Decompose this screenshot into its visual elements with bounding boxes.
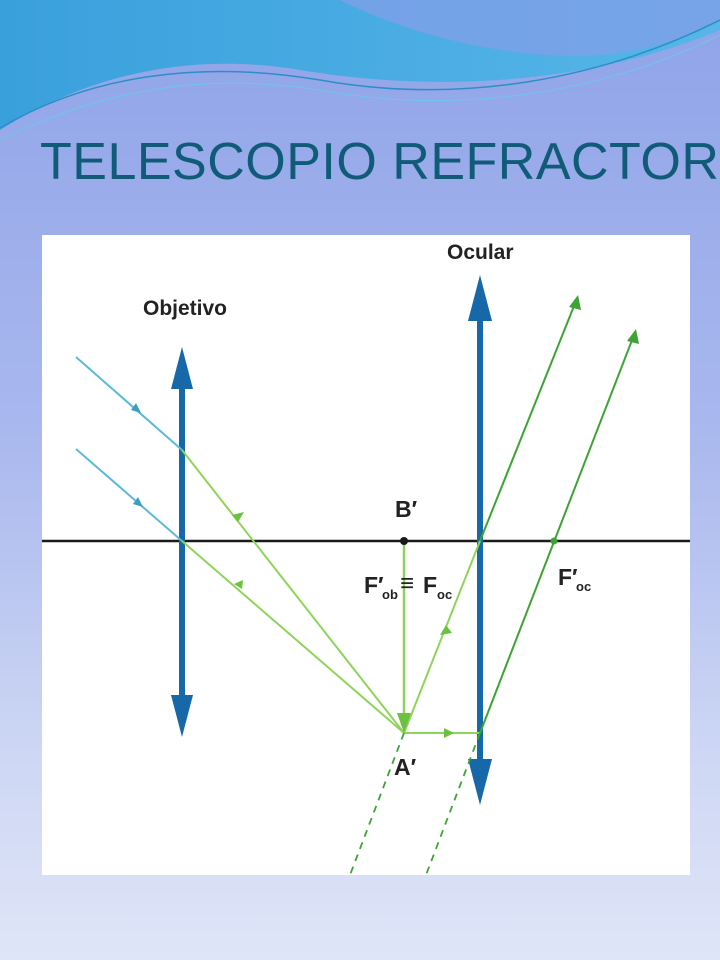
b-prime-label: B′	[395, 496, 418, 522]
focal-point-objective-label: F′ ob ≡ F oc	[364, 570, 452, 602]
svg-text:≡: ≡	[400, 570, 414, 597]
objective-label: Objetivo	[143, 297, 227, 320]
svg-text:F′: F′	[558, 564, 578, 590]
focal-point-eyepiece-label: F′ oc	[558, 564, 591, 594]
telescope-diagram: Objetivo Ocular B′ A′ F′ ob ≡ F oc F′ oc	[42, 235, 690, 875]
svg-text:oc: oc	[576, 579, 591, 594]
svg-text:ob: ob	[382, 587, 398, 602]
intermediate-image-arrow	[397, 537, 411, 733]
eyepiece-label: Ocular	[447, 241, 514, 264]
ray-diagram-svg: Objetivo Ocular B′ A′ F′ ob ≡ F oc F′ oc	[42, 241, 690, 875]
a-prime-label: A′	[394, 754, 417, 780]
slide-title: TELESCOPIO REFRACTOR	[40, 133, 720, 191]
svg-text:F′: F′	[364, 572, 384, 598]
svg-text:oc: oc	[437, 587, 452, 602]
svg-text:F: F	[423, 572, 437, 598]
refracted-rays	[181, 449, 481, 738]
incident-rays	[75, 356, 183, 542]
header-wave-decoration	[0, 0, 720, 141]
exit-rays	[479, 295, 639, 734]
